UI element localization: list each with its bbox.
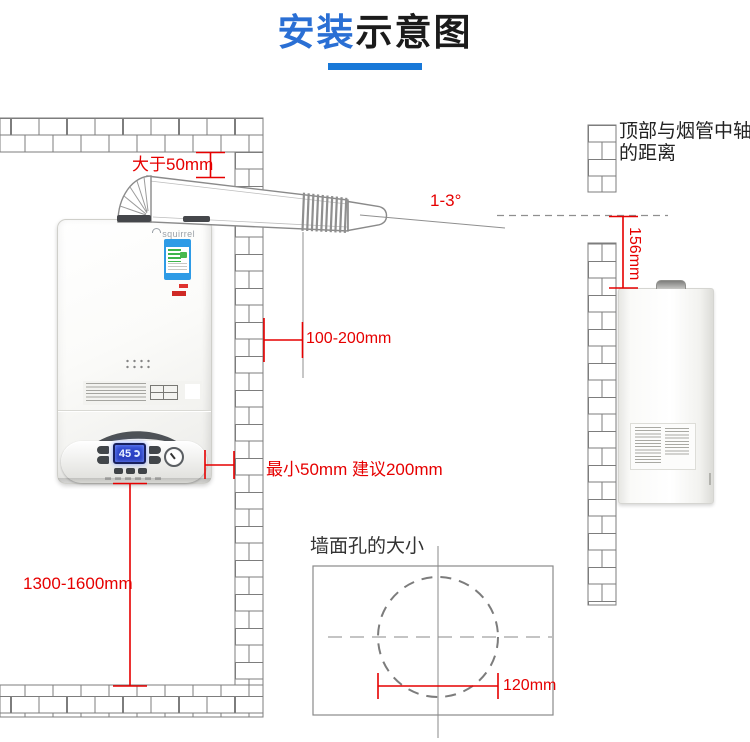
page-title-rest: 示意图 bbox=[355, 12, 473, 53]
dim-hole-diameter bbox=[377, 673, 499, 699]
function-button-2 bbox=[126, 468, 135, 474]
boiler-front-view: squirrel 45 bbox=[57, 219, 212, 484]
page-title: 安装示意图 bbox=[0, 10, 750, 56]
dim-mount-height-label: 1300-1600mm bbox=[23, 574, 133, 593]
side-spec-label bbox=[630, 423, 696, 470]
page-title-accent: 安装 bbox=[277, 12, 356, 53]
energy-label-sticker bbox=[164, 239, 191, 280]
wall-hole-title: 墙面孔的大小 bbox=[310, 536, 425, 557]
mode-left-button bbox=[97, 456, 109, 464]
red-seal-small bbox=[179, 284, 188, 288]
flue-axis-sloped-line bbox=[359, 214, 506, 229]
side-panel-notch bbox=[709, 473, 711, 485]
dim-wall-to-flue bbox=[263, 318, 304, 362]
hole-circle bbox=[377, 576, 499, 698]
spec-warning-table bbox=[150, 385, 178, 400]
flue-elbow bbox=[117, 175, 152, 223]
spec-label bbox=[83, 381, 202, 405]
dim-top-gap-label: 大于50mm bbox=[132, 155, 214, 174]
mode-right-button bbox=[149, 456, 161, 464]
lcd-temperature: 45 bbox=[118, 447, 132, 460]
temp-down-button bbox=[97, 446, 109, 454]
wall-column-middle bbox=[234, 151, 264, 686]
dim-wall-to-flue-label: 100-200mm bbox=[306, 330, 392, 347]
vent-holes bbox=[123, 357, 150, 370]
flue-axis-note: 顶部与烟管中轴的距离 bbox=[619, 121, 750, 165]
energy-label-text-lines bbox=[168, 263, 187, 272]
function-button-1 bbox=[114, 468, 123, 474]
boiler-bottom-shadow bbox=[58, 478, 211, 483]
function-button-3 bbox=[138, 468, 147, 474]
wall-band-floor bbox=[0, 684, 264, 718]
energy-grade-badge bbox=[180, 252, 187, 258]
wall-column-right-upper bbox=[587, 124, 617, 193]
button-caption-text bbox=[105, 477, 165, 480]
red-seal-large bbox=[172, 291, 186, 296]
temp-up-button bbox=[149, 446, 161, 454]
energy-label-header bbox=[166, 241, 189, 247]
spec-text-lines bbox=[86, 383, 146, 402]
gauge-needle bbox=[169, 453, 176, 460]
flue-collar bbox=[656, 280, 686, 289]
brand-logo: squirrel bbox=[152, 228, 195, 239]
function-buttons bbox=[114, 468, 147, 474]
flue-end-cap bbox=[347, 200, 388, 232]
flue-ribbed-section bbox=[301, 192, 348, 233]
lcd-flame-icon bbox=[133, 450, 141, 457]
elbow-fan-lines bbox=[118, 176, 149, 218]
wall-band-top bbox=[0, 117, 264, 153]
pressure-gauge bbox=[164, 447, 184, 467]
dim-side-gap-label: 最小50mm 建议200mm bbox=[266, 460, 443, 479]
wall-hole-detail bbox=[312, 546, 554, 738]
dim-axis-to-top-label: 156mm bbox=[626, 227, 643, 281]
brand-label: squirrel bbox=[162, 229, 195, 239]
title-underline bbox=[328, 63, 422, 70]
qr-code bbox=[185, 384, 200, 399]
dim-hole-diameter-label: 120mm bbox=[503, 677, 557, 694]
panel-arc-trim bbox=[88, 431, 184, 448]
squirrel-logo-icon bbox=[152, 228, 162, 233]
case-seam bbox=[58, 410, 211, 411]
energy-label-footer bbox=[166, 273, 189, 278]
wall-column-right-lower bbox=[587, 242, 617, 606]
boiler-side-view bbox=[618, 280, 714, 504]
reference-lines bbox=[302, 214, 668, 378]
energy-efficiency-bars bbox=[168, 249, 181, 262]
lcd-display: 45 bbox=[113, 443, 146, 464]
dim-flue-angle-label: 1-3° bbox=[430, 191, 462, 210]
